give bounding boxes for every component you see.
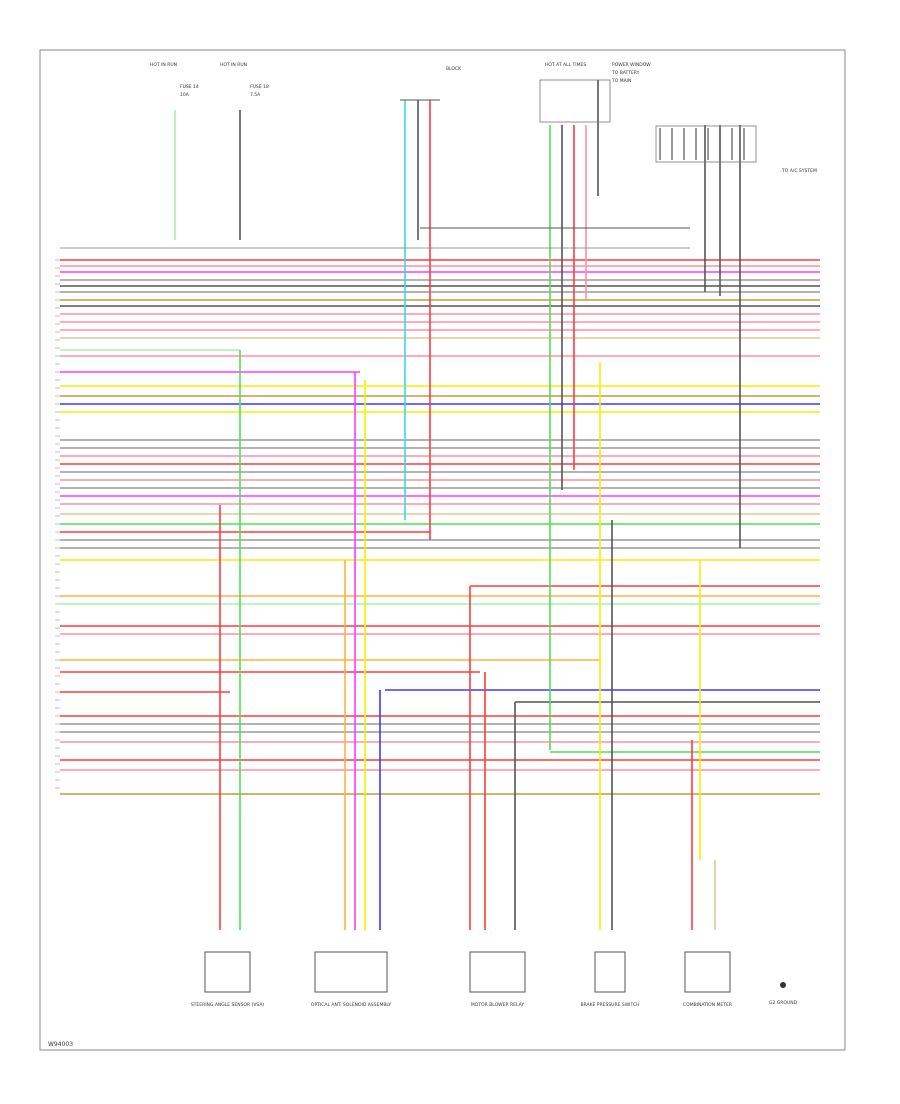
label-to-main: TO MAIN [611,78,631,84]
component-label: COMBINATION METER [683,1002,732,1008]
label-fuse-rating-1: 10A [180,92,190,98]
label-fuse-18: FUSE 18 [250,84,269,90]
optical-ant-solenoid-box [314,951,388,993]
top-right-connector [655,125,757,163]
brake-pressure-switch-box [594,951,626,993]
component-label: BRAKE PRESSURE SWITCH [580,1002,639,1008]
label-power-window: POWER WINDOW [612,62,651,68]
fuse-block-connector [539,79,611,123]
diagram-frame [39,49,846,1051]
label-hot-at-all-times: HOT AT ALL TIMES [545,62,586,68]
label-hot-in-run-1: HOT IN RUN [150,62,177,68]
motor-blower-relay-box [469,951,526,993]
label-hot-in-run-2: HOT IN RUN [220,62,247,68]
component-label: OPTICAL ANT. SOLENOID ASSEMBLY [311,1002,391,1008]
components: STEERING ANGLE SENSOR (VSA) OPTICAL ANT. … [191,951,798,1008]
combination-meter-box [684,951,731,993]
top-labels: HOT IN RUN HOT IN RUN BLOCK HOT AT ALL T… [150,62,817,174]
page-id: W94003 [48,1041,73,1048]
label-to-ac-system: TO A/C SYSTEM [781,168,817,174]
label-fuse-rating-2: 7.5A [250,92,261,98]
label-fuse-14: FUSE 14 [180,84,199,90]
wires [60,80,820,930]
connectors [55,79,757,789]
label-to-battery: TO BATTERY [611,70,640,76]
ground-symbol [780,982,786,988]
steering-angle-sensor-box [204,951,251,993]
label-block: BLOCK [446,66,462,72]
component-label: STEERING ANGLE SENSOR (VSA) [191,1002,265,1008]
component-label: MOTOR BLOWER RELAY [471,1002,524,1008]
ground-label: G2 GROUND [769,1000,798,1006]
